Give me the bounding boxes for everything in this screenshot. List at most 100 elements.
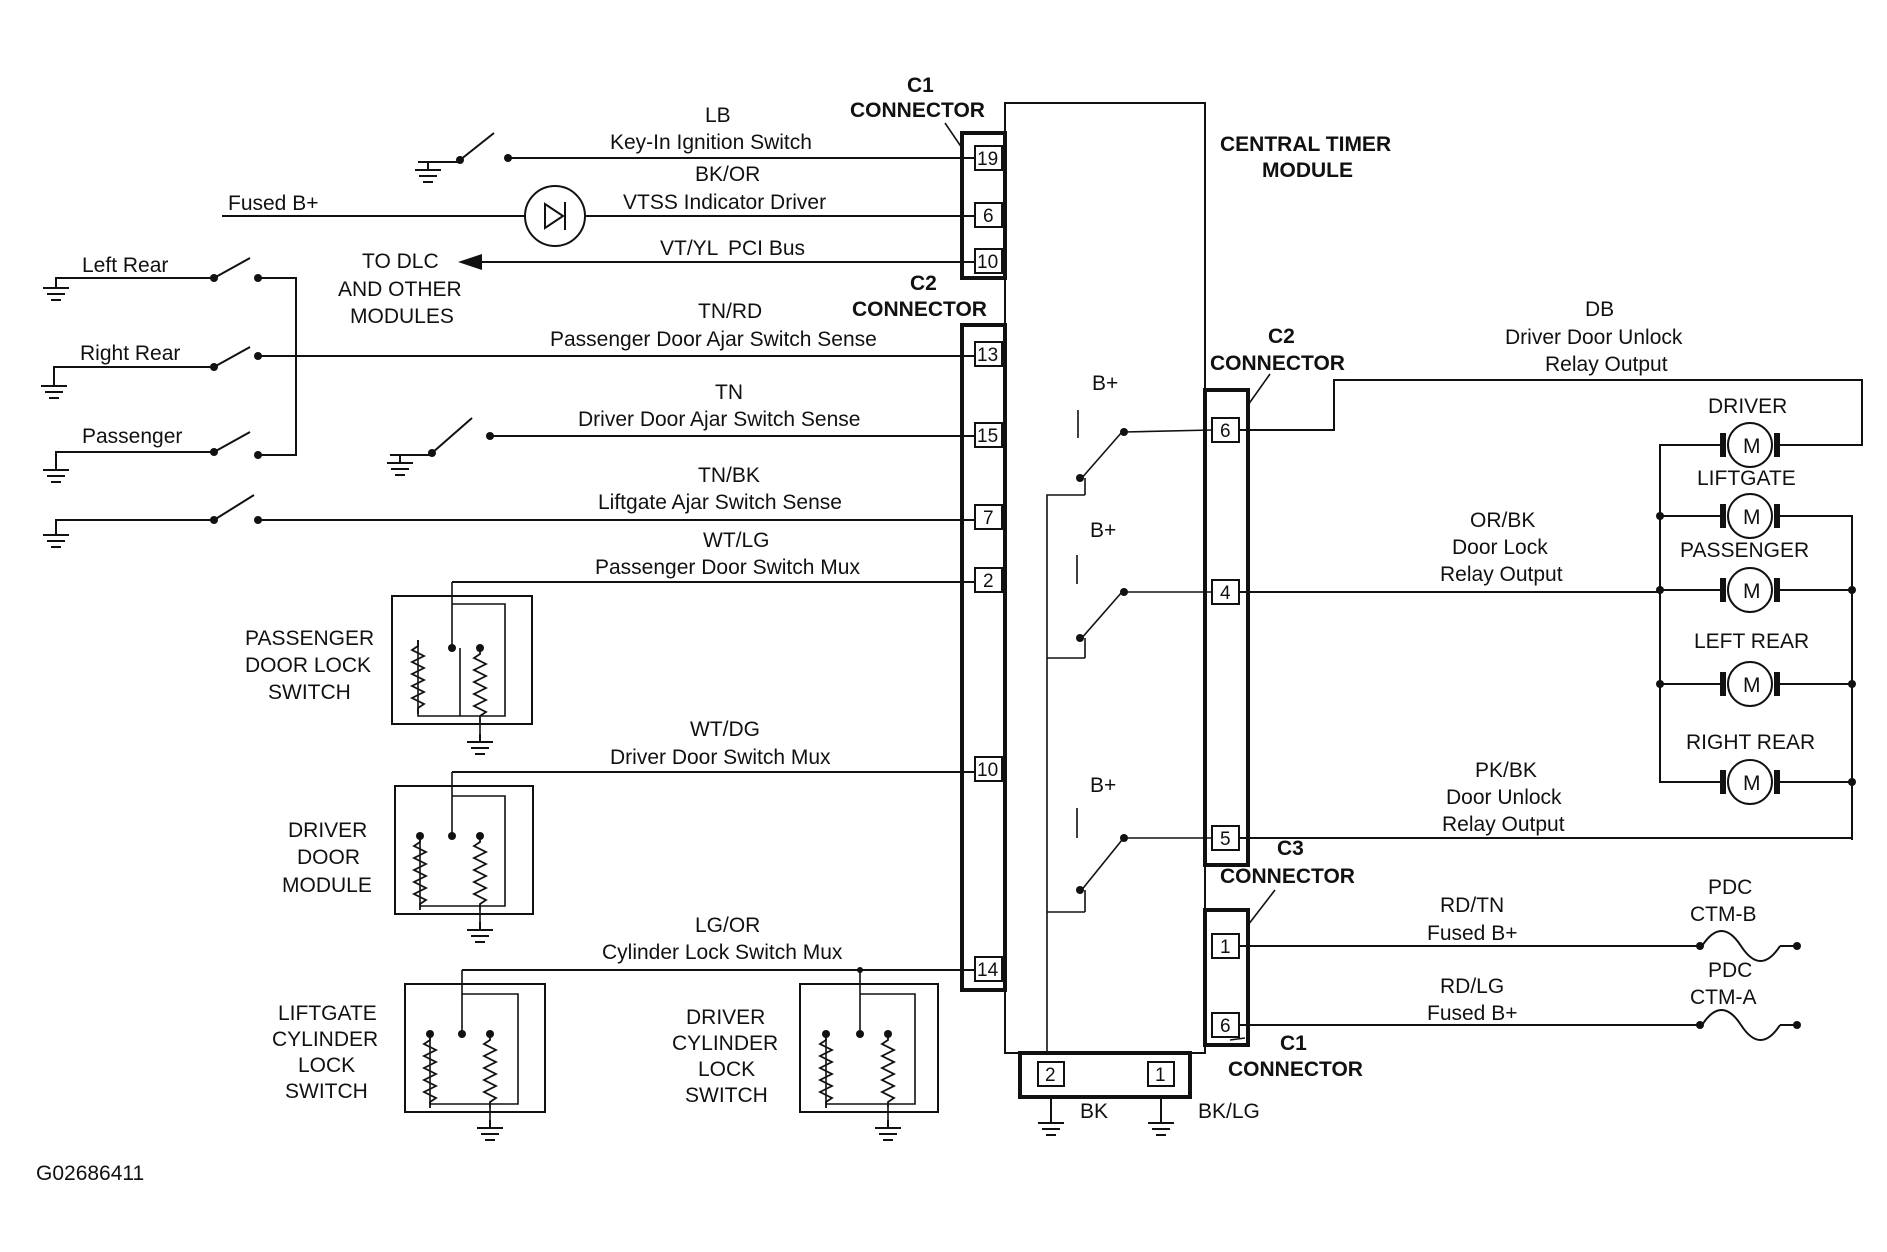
svg-text:LG/OR: LG/OR [695, 914, 760, 937]
c2-left-connector-label: C2 CONNECTOR [852, 272, 987, 321]
svg-text:VTSS Indicator Driver: VTSS Indicator Driver [623, 191, 826, 214]
svg-text:OR/BK: OR/BK [1470, 509, 1535, 532]
svg-text:M: M [1743, 772, 1761, 795]
svg-text:13: 13 [977, 345, 998, 366]
left-pin-6: 6 [974, 202, 1003, 228]
svg-text:14: 14 [977, 960, 999, 981]
svg-text:M: M [1743, 580, 1761, 603]
svg-text:1: 1 [1220, 937, 1231, 958]
svg-text:CONNECTOR: CONNECTOR [852, 298, 987, 321]
passenger-door-lock-switch: PASSENGER DOOR LOCK SWITCH [245, 582, 533, 755]
svg-text:6: 6 [1220, 421, 1231, 442]
svg-text:Liftgate Ajar Switch Sense: Liftgate Ajar Switch Sense [598, 491, 842, 514]
svg-text:MODULE: MODULE [282, 874, 372, 897]
svg-text:BK/OR: BK/OR [695, 163, 760, 186]
left-pin-2: 2 [974, 567, 1003, 593]
svg-text:DRIVER: DRIVER [1708, 395, 1787, 418]
svg-text:DOOR: DOOR [297, 846, 360, 869]
svg-text:DRIVER: DRIVER [288, 819, 367, 842]
driver-door-ajar-circuit: TN Driver Door Ajar Switch Sense [386, 381, 975, 476]
svg-text:TN/BK: TN/BK [698, 464, 760, 487]
c3-connector-strip [1203, 908, 1250, 1047]
svg-text:2: 2 [983, 571, 994, 592]
door-unlock-output-circuit: PK/BK Door Unlock Relay Output [1239, 759, 1853, 839]
svg-text:M: M [1743, 435, 1761, 458]
svg-text:B+: B+ [1090, 774, 1116, 797]
svg-text:DOOR LOCK: DOOR LOCK [245, 654, 371, 677]
svg-text:Right Rear: Right Rear [80, 342, 180, 365]
door-lock-output-circuit: OR/BK Door Lock Relay Output [1239, 509, 1660, 593]
svg-text:WT/LG: WT/LG [703, 529, 770, 552]
svg-text:CONNECTOR: CONNECTOR [850, 99, 985, 122]
svg-text:CTM-A: CTM-A [1690, 986, 1757, 1009]
svg-text:C2: C2 [910, 272, 937, 295]
svg-text:SWITCH: SWITCH [268, 681, 351, 704]
svg-text:6: 6 [1220, 1016, 1231, 1037]
module-title-line1: CENTRAL TIMER [1220, 133, 1391, 156]
fused-b-ctm-a-circuit: RD/LG Fused B+ PDC CTM-A [1239, 959, 1801, 1041]
svg-text:M: M [1743, 506, 1761, 529]
svg-text:DRIVER: DRIVER [686, 1006, 765, 1029]
svg-text:Relay Output: Relay Output [1442, 813, 1565, 836]
liftgate-ajar-circuit: TN/BK Liftgate Ajar Switch Sense [42, 464, 975, 548]
svg-text:PASSENGER: PASSENGER [245, 627, 374, 650]
bottom-pin-2: 2 [1037, 1061, 1065, 1087]
svg-text:C1: C1 [907, 74, 934, 97]
svg-text:Driver Door Unlock: Driver Door Unlock [1505, 326, 1683, 349]
liftgate-cylinder-lock-switch: LIFTGATE CYLINDER LOCK SWITCH [272, 970, 546, 1141]
svg-text:RD/LG: RD/LG [1440, 975, 1504, 998]
c1-bottom-connector-strip [1018, 1051, 1192, 1099]
svg-text:Relay Output: Relay Output [1440, 563, 1563, 586]
svg-text:TO DLC: TO DLC [362, 250, 439, 273]
right-pin-1: 1 [1211, 933, 1240, 959]
svg-text:LOCK: LOCK [698, 1058, 755, 1081]
left-pin-10-pci: 10 [974, 248, 1003, 274]
svg-text:LIFTGATE: LIFTGATE [278, 1002, 377, 1025]
fused-b-ctm-b-circuit: RD/TN Fused B+ PDC CTM-B [1239, 876, 1801, 962]
svg-text:VT/YL: VT/YL [660, 237, 718, 260]
svg-text:Driver Door Ajar Switch Sense: Driver Door Ajar Switch Sense [578, 408, 860, 431]
svg-text:2: 2 [1045, 1065, 1056, 1086]
central-timer-module-body [1004, 102, 1206, 1054]
svg-text:Passenger: Passenger [82, 425, 182, 448]
svg-text:PASSENGER: PASSENGER [1680, 539, 1809, 562]
vtss-indicator-circuit: Fused B+ BK/OR VTSS Indicator Driver [222, 163, 975, 247]
svg-text:PDC: PDC [1708, 876, 1752, 899]
svg-text:Passenger Door Ajar Switch Sen: Passenger Door Ajar Switch Sense [550, 328, 877, 351]
svg-text:Fused B+: Fused B+ [1427, 922, 1517, 945]
right-pin-5: 5 [1211, 825, 1240, 851]
svg-text:B+: B+ [1092, 372, 1118, 395]
svg-text:10: 10 [977, 252, 998, 273]
svg-text:AND OTHER: AND OTHER [338, 278, 462, 301]
svg-text:15: 15 [977, 426, 998, 447]
svg-text:RIGHT REAR: RIGHT REAR [1686, 731, 1815, 754]
svg-text:Cylinder Lock Switch Mux: Cylinder Lock Switch Mux [602, 941, 843, 964]
c1-top-connector-label: C1 CONNECTOR [850, 74, 985, 149]
svg-text:CYLINDER: CYLINDER [672, 1032, 778, 1055]
svg-text:Driver Door Switch Mux: Driver Door Switch Mux [610, 746, 831, 769]
svg-text:M: M [1743, 674, 1761, 697]
driver-door-module: DRIVER DOOR MODULE [282, 772, 534, 943]
svg-text:TN: TN [715, 381, 743, 404]
pci-bus-circuit: VT/YL PCI Bus TO DLC AND OTHER MODULES [338, 237, 975, 328]
figure-id: G02686411 [36, 1162, 144, 1185]
svg-text:MODULES: MODULES [350, 305, 454, 328]
right-pin-6-c3: 6 [1211, 1012, 1240, 1038]
svg-text:Door Lock: Door Lock [1452, 536, 1548, 559]
svg-text:LB: LB [705, 104, 731, 127]
svg-text:19: 19 [977, 149, 998, 170]
svg-text:B+: B+ [1090, 519, 1116, 542]
svg-text:CONNECTOR: CONNECTOR [1210, 352, 1345, 375]
driver-cylinder-lock-switch: DRIVER CYLINDER LOCK SWITCH [672, 970, 939, 1141]
svg-text:WT/DG: WT/DG [690, 718, 760, 741]
svg-text:6: 6 [983, 206, 994, 227]
svg-text:CYLINDER: CYLINDER [272, 1028, 378, 1051]
svg-text:Key-In Ignition Switch: Key-In Ignition Switch [610, 131, 812, 154]
motor-right-rear: M RIGHT REAR [1686, 731, 1815, 805]
svg-text:Passenger Door Switch Mux: Passenger Door Switch Mux [595, 556, 860, 579]
svg-text:Relay Output: Relay Output [1545, 353, 1668, 376]
svg-text:Fused B+: Fused B+ [228, 192, 318, 215]
left-pin-15: 15 [974, 422, 1003, 448]
driver-unlock-output-circuit: DB Driver Door Unlock Relay Output [1239, 298, 1863, 446]
motor-left-rear: M LEFT REAR [1694, 630, 1809, 707]
